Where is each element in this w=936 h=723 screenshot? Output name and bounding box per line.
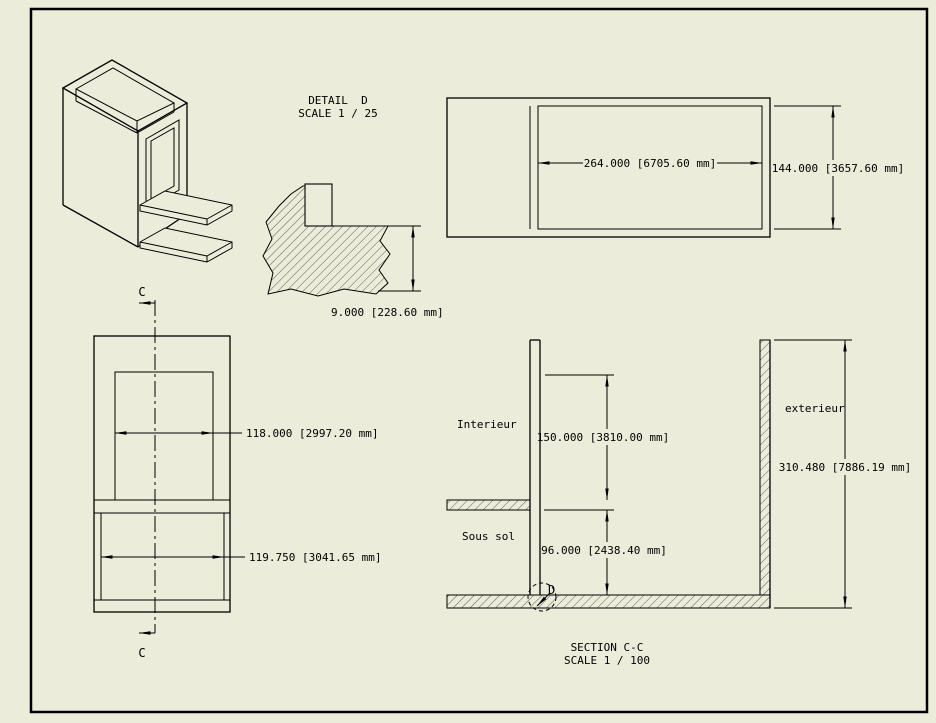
- dim-lower-height-text: 96.000 [2438.40 mm]: [541, 544, 667, 557]
- label-exterior: exterieur: [785, 402, 845, 415]
- label-interior: Interieur: [457, 418, 517, 431]
- iso-opening-inner: [150, 127, 175, 200]
- plan-inner-rect: [537, 105, 763, 230]
- dim-opening-width-text: 118.000 [2997.20 mm]: [246, 427, 378, 440]
- detail-section-cut: [262, 183, 391, 297]
- iso-slab-upper: [139, 190, 233, 226]
- section-title: SECTION C-C: [571, 641, 644, 654]
- iso-opening-outer: [145, 119, 180, 210]
- dim-opening-width: 118.000 [2997.20 mm]: [114, 427, 378, 440]
- dim-plan-width: 264.000 [6705.60 mm]: [537, 155, 763, 171]
- dim-total-height: 310.480 [7886.19 mm]: [774, 339, 911, 609]
- iso-top-rim-inner: [74, 67, 176, 122]
- detail-scale-label: SCALE 1 / 25: [298, 107, 377, 120]
- detail-view: DETAIL D SCALE 1 / 25 9.000 [228.60 mm]: [262, 94, 444, 319]
- detail-callout-text: D: [548, 583, 555, 597]
- dim-plan-height: 144.000 [3657.60 mm]: [772, 105, 904, 230]
- section-mid-slab: [446, 499, 531, 511]
- iso-slab-lower: [139, 227, 233, 263]
- section-right-wall: [759, 339, 771, 608]
- detail-callout-arrow: [536, 592, 551, 607]
- plan-view: 264.000 [6705.60 mm] 144.000 [3657.60 mm…: [446, 97, 904, 238]
- label-basement: Sous sol: [462, 530, 515, 543]
- section-left-wall: [529, 339, 541, 595]
- section-marker-bottom: C: [138, 646, 145, 660]
- elevation-window-rect: [114, 371, 214, 501]
- section-marker-top: C: [138, 285, 145, 299]
- detail-callout-circle: [527, 582, 557, 612]
- detail-title: DETAIL D: [308, 94, 368, 107]
- iso-top-rim-outer: [61, 59, 189, 132]
- dim-slab-thickness-text: 9.000 [228.60 mm]: [331, 306, 444, 319]
- sheet-border: [29, 7, 929, 714]
- dim-upper-height: 150.000 [3810.00 mm]: [537, 374, 669, 501]
- dim-plan-height-text: 144.000 [3657.60 mm]: [772, 162, 904, 175]
- section-bottom-slab: [446, 594, 771, 609]
- dim-lower-width-text: 119.750 [3041.65 mm]: [249, 551, 381, 564]
- dim-plan-width-text: 264.000 [6705.60 mm]: [584, 157, 716, 170]
- dim-lower-width: 119.750 [3041.65 mm]: [100, 551, 381, 564]
- section-scale-label: SCALE 1 / 100: [564, 654, 650, 667]
- elevation-outer-rect: [93, 335, 231, 613]
- section-view: Interieur exterieur Sous sol 150.000 [38…: [446, 339, 911, 667]
- elevation-view: C C 118.000 [2997.20 mm] 119.750 [3041.6…: [93, 285, 381, 660]
- dim-upper-height-text: 150.000 [3810.00 mm]: [537, 431, 669, 444]
- isometric-view: [61, 59, 233, 263]
- detail-upstand: [304, 183, 333, 227]
- detail-callout: D: [527, 582, 557, 612]
- dim-lower-height: 96.000 [2438.40 mm]: [541, 509, 667, 596]
- dim-total-height-text: 310.480 [7886.19 mm]: [779, 461, 911, 474]
- dim-slab-thickness: 9.000 [228.60 mm]: [331, 225, 444, 319]
- plan-outer-rect: [446, 97, 771, 238]
- section-cut-line: C C: [138, 285, 156, 660]
